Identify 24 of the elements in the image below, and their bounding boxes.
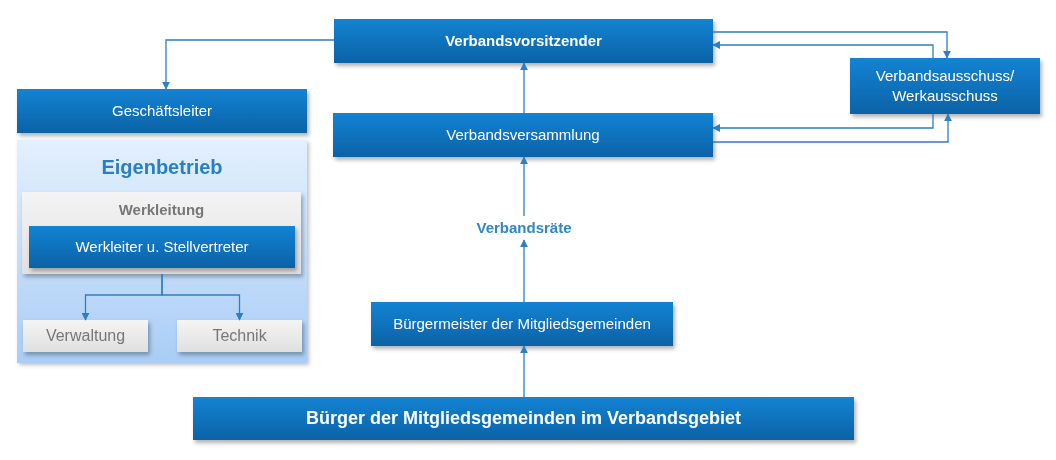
manager-box: Geschäftsleiter <box>17 89 307 133</box>
heading: Eigenbetrieb <box>101 155 223 180</box>
text-label: Verbandsräte <box>466 216 582 240</box>
arrow <box>162 39 335 90</box>
admin-box: Verwaltung <box>23 320 148 352</box>
arrow <box>520 62 528 114</box>
heading: Werkleitung <box>118 200 205 220</box>
arrow <box>520 345 528 398</box>
tech-box: Technik <box>177 320 302 352</box>
arrow <box>712 31 951 59</box>
arrow <box>520 239 528 303</box>
enterprise-panel <box>17 140 307 363</box>
arrow <box>712 113 934 132</box>
management-box <box>22 192 301 274</box>
citizens-box: Bürger der Mitgliedsgemeinden im Verbandsgebiet <box>193 397 854 440</box>
arrow <box>520 156 528 217</box>
director-box: Werkleiter u. Stellvertreter <box>29 226 295 268</box>
committee-box: Verbandsausschuss/ Werkausschuss <box>850 58 1040 114</box>
arrow <box>161 273 244 321</box>
arrow <box>712 113 952 143</box>
arrow <box>712 41 934 59</box>
mayors-box: Bürgermeister der Mitgliedsgemeinden <box>371 302 673 346</box>
assembly-box: Verbandsversammlung <box>333 113 713 157</box>
chair-box: Verbandsvorsitzender <box>334 19 713 63</box>
